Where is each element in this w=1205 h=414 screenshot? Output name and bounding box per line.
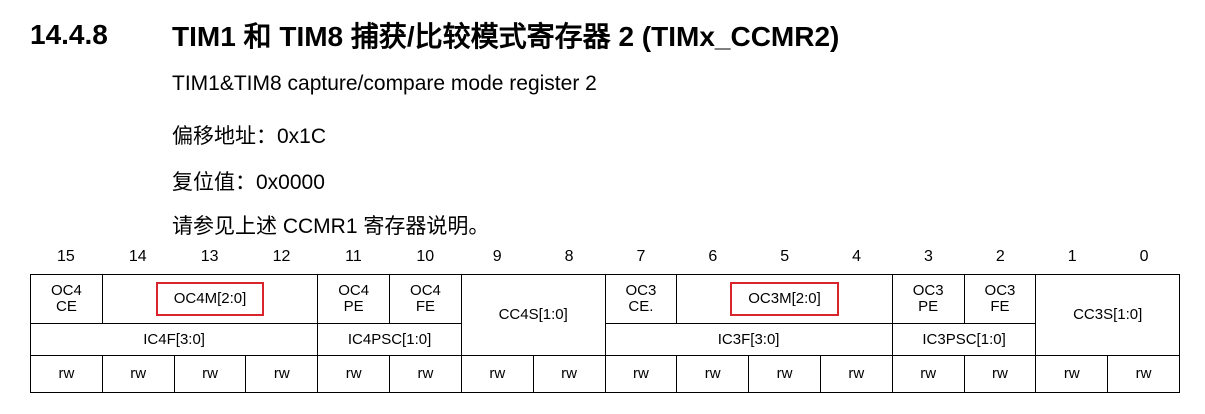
reset-value: 复位值：0x0000 — [172, 171, 325, 194]
access-cell: rw — [30, 355, 103, 393]
section-title: TIM1 和 TIM8 捕获/比较模式寄存器 2 (TIMx_CCMR2) — [172, 21, 840, 52]
bit-number: 9 — [492, 248, 502, 265]
field-oc3ce: OC3 CE. — [604, 274, 678, 324]
access-cell: rw — [460, 355, 534, 393]
field-oc3m: OC3M[2:0] — [676, 274, 893, 324]
bit-number: 13 — [200, 248, 219, 265]
input-mode-row: IC4F[3:0] IC4PSC[1:0] IC3F[3:0] IC3PSC[1… — [29, 323, 1180, 356]
access-cell: rw — [1107, 355, 1180, 393]
access-cell: rw — [676, 355, 750, 393]
highlighted-field-oc3m: OC3M[2:0] — [730, 282, 839, 316]
bit-number: 1 — [1067, 248, 1077, 265]
access-cell: rw — [963, 355, 1037, 393]
field-ic3f: IC3F[3:0] — [604, 323, 893, 356]
field-cc4s: CC4S[1:0] — [460, 274, 606, 356]
access-cell: rw — [101, 355, 175, 393]
field-oc4m: OC4M[2:0] — [101, 274, 319, 324]
output-mode-row: OC4 CE OC4M[2:0] OC4 PE OC4 FE CC4S[1:0]… — [30, 274, 1180, 356]
access-row: rw rw rw rw rw rw rw rw rw rw rw rw rw r… — [30, 355, 1180, 393]
access-cell: rw — [532, 355, 606, 393]
bit-number-row: 15 14 13 12 11 10 9 8 7 6 5 4 3 2 1 0 — [30, 248, 1180, 270]
field-ic3psc: IC3PSC[1:0] — [891, 323, 1037, 356]
register-bit-table: OC4 CE OC4M[2:0] OC4 PE OC4 FE CC4S[1:0]… — [29, 274, 1180, 393]
access-cell: rw — [389, 355, 462, 393]
bit-number: 8 — [564, 248, 574, 265]
bit-number: 2 — [995, 248, 1005, 265]
field-oc3fe: OC3 FE — [963, 274, 1037, 324]
access-cell: rw — [748, 355, 821, 393]
bit-number: 12 — [272, 248, 291, 265]
field-oc4pe: OC4 PE — [317, 274, 391, 324]
section-heading: 14.4.8 TIM1 和 TIM8 捕获/比较模式寄存器 2 (TIMx_CC… — [30, 12, 839, 58]
field-ic4f: IC4F[3:0] — [29, 323, 319, 356]
bit-number: 4 — [852, 248, 862, 265]
register-english-name: TIM1&TIM8 capture/compare mode register … — [172, 72, 597, 95]
access-cell: rw — [819, 355, 893, 393]
access-cell: rw — [604, 355, 678, 393]
bit-number: 6 — [708, 248, 718, 265]
reference-note: 请参见上述 CCMR1 寄存器说明。 — [172, 215, 490, 238]
offset-address: 偏移地址：0x1C — [172, 125, 327, 148]
access-cell: rw — [891, 355, 965, 393]
access-cell: rw — [1035, 355, 1109, 393]
section-number: 14.4.8 — [30, 19, 108, 50]
field-ic4psc: IC4PSC[1:0] — [317, 323, 462, 356]
field-cc3s: CC3S[1:0] — [1035, 274, 1180, 356]
field-oc4fe: OC4 FE — [389, 274, 462, 324]
bit-number: 14 — [128, 248, 147, 265]
access-cell: rw — [245, 355, 319, 393]
field-oc4ce: OC4 CE — [30, 274, 103, 324]
bit-number: 10 — [416, 248, 435, 265]
highlighted-field-oc4m: OC4M[2:0] — [155, 282, 265, 316]
bit-number: 15 — [57, 248, 75, 265]
bit-number: 0 — [1139, 248, 1149, 265]
bit-number: 3 — [923, 248, 933, 265]
bit-number: 11 — [345, 248, 362, 265]
access-cell: rw — [317, 355, 391, 393]
bit-number: 5 — [780, 248, 790, 265]
access-cell: rw — [173, 355, 247, 393]
bit-number: 7 — [636, 248, 646, 265]
field-oc3pe: OC3 PE — [891, 274, 965, 324]
